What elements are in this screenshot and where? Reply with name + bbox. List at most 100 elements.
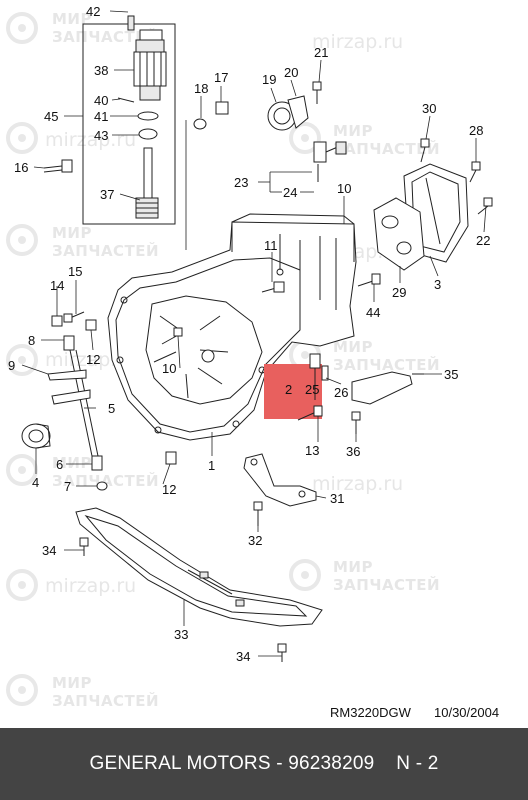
- bracket-35: [351, 371, 424, 405]
- callout-10-upper[interactable]: 10: [337, 181, 351, 196]
- callout-8[interactable]: 8: [28, 333, 35, 348]
- callout-22[interactable]: 22: [476, 233, 490, 248]
- callout-21[interactable]: 21: [314, 45, 328, 60]
- callout-20[interactable]: 20: [284, 65, 298, 80]
- callout-11[interactable]: 11: [264, 238, 278, 253]
- watermark-domain: mirzap.ru: [45, 575, 136, 597]
- watermark-line2: ЗАПЧАСТЕЙ: [333, 355, 440, 374]
- watermark-layer: МИР ЗАПЧАСТЕЙ mirzap.ru mirzap.ru МИР ЗА…: [6, 10, 440, 710]
- callout-31[interactable]: 31: [330, 491, 344, 506]
- callout-25[interactable]: 25: [305, 382, 319, 397]
- callout-10-lower[interactable]: 10: [162, 361, 176, 376]
- bolt-32: [253, 501, 263, 526]
- highlight-part-2[interactable]: [264, 364, 322, 419]
- watermark-line2: ЗАПЧАСТЕЙ: [52, 471, 159, 490]
- watermark-line1: МИР: [333, 558, 373, 576]
- callout-45[interactable]: 45: [44, 109, 58, 124]
- callout-1[interactable]: 1: [208, 458, 215, 473]
- callout-7[interactable]: 7: [64, 479, 71, 494]
- crossmember-33: [75, 507, 323, 627]
- callout-19[interactable]: 19: [262, 72, 276, 87]
- watermark-logo-icon: [289, 559, 321, 591]
- bushing-12-lower: [165, 451, 177, 465]
- watermark-line2: ЗАПЧАСТЕЙ: [333, 139, 440, 158]
- bushing-12-upper: [85, 319, 97, 331]
- watermark-line2: ЗАПЧАСТЕЙ: [52, 27, 159, 46]
- watermark-line1: МИР: [333, 122, 373, 140]
- watermark-logo-icon: [6, 12, 38, 44]
- callout-37[interactable]: 37: [100, 187, 114, 202]
- bolt-14: [51, 315, 63, 327]
- watermark-line2: ЗАПЧАСТЕЙ: [52, 241, 159, 260]
- bolt-44: [357, 273, 381, 287]
- switch-23-24: [313, 141, 347, 182]
- callout-44[interactable]: 44: [366, 305, 380, 320]
- speedometer-assembly: [117, 15, 167, 219]
- callout-34-upper[interactable]: 34: [42, 543, 56, 558]
- bolt-11: [261, 281, 285, 293]
- parts-diagram: МИР ЗАПЧАСТЕЙ mirzap.ru mirzap.ru МИР ЗА…: [6, 4, 499, 720]
- callout-4[interactable]: 4: [32, 475, 39, 490]
- callout-16[interactable]: 16: [14, 160, 28, 175]
- callout-26[interactable]: 26: [334, 385, 348, 400]
- watermark-line2: ЗАПЧАСТЕЙ: [52, 691, 159, 710]
- plug-17-18: [193, 101, 229, 130]
- callout-2[interactable]: 2: [285, 382, 292, 397]
- watermark-domain: mirzap.ru: [45, 129, 136, 151]
- callout-42[interactable]: 42: [86, 4, 100, 19]
- part-number: 96238209: [288, 753, 375, 774]
- release-bearing-4: [21, 423, 51, 449]
- callout-12-upper[interactable]: 12: [86, 352, 100, 367]
- watermark-logo-icon: [6, 122, 38, 154]
- pin-26: [321, 365, 329, 381]
- callout-28[interactable]: 28: [469, 123, 483, 138]
- bracket-31: [243, 453, 317, 507]
- callout-3[interactable]: 3: [434, 277, 441, 292]
- callout-35[interactable]: 35: [444, 367, 458, 382]
- callout-34-lower[interactable]: 34: [236, 649, 250, 664]
- watermark-line1: МИР: [52, 224, 92, 242]
- callout-24[interactable]: 24: [283, 185, 297, 200]
- watermark-logo-icon: [6, 224, 38, 256]
- bolt-36: [351, 411, 361, 434]
- bolt-15: [63, 311, 85, 323]
- callout-14[interactable]: 14: [50, 278, 64, 293]
- callout-33[interactable]: 33: [174, 627, 188, 642]
- watermark-line2: ЗАПЧАСТЕЙ: [333, 575, 440, 594]
- watermark-line1: МИР: [52, 10, 92, 28]
- callout-30[interactable]: 30: [422, 101, 436, 116]
- callout-41[interactable]: 41: [94, 109, 108, 124]
- watermark-logo-icon: [6, 569, 38, 601]
- callout-labels: 42 38 40 41 43 45 16 37 17 18 19 20 21 3…: [8, 4, 490, 664]
- watermark-logo-icon: [289, 122, 321, 154]
- drawing-code: RM3220DGW: [330, 705, 412, 720]
- watermark-domain: mirzap.ru: [312, 31, 403, 53]
- watermark-logo-icon: [6, 344, 38, 376]
- bolt-21: [312, 81, 322, 104]
- leader-lines: [21, 10, 487, 657]
- footer-gap: [374, 753, 396, 775]
- bolts-30-28-22: [420, 138, 493, 215]
- watermark-domain: mirzap.ru: [312, 473, 403, 495]
- callout-5[interactable]: 5: [108, 401, 115, 416]
- gasket-29: [373, 197, 425, 271]
- pin-25: [309, 353, 321, 400]
- callout-15[interactable]: 15: [68, 264, 82, 279]
- callout-23[interactable]: 23: [234, 175, 248, 190]
- callout-9[interactable]: 9: [8, 358, 15, 373]
- callout-29[interactable]: 29: [392, 285, 406, 300]
- callout-38[interactable]: 38: [94, 63, 108, 78]
- callout-13[interactable]: 13: [305, 443, 319, 458]
- callout-18[interactable]: 18: [194, 81, 208, 96]
- callout-12-lower[interactable]: 12: [162, 482, 176, 497]
- bolt-34-lower: [277, 643, 287, 662]
- manufacturer-name: GENERAL MOTORS: [89, 753, 271, 774]
- reference-label: N - 2: [396, 753, 439, 774]
- callout-43[interactable]: 43: [94, 128, 108, 143]
- callout-17[interactable]: 17: [214, 70, 228, 85]
- callout-6[interactable]: 6: [56, 457, 63, 472]
- callout-40[interactable]: 40: [94, 93, 108, 108]
- seal-19-20: [267, 95, 309, 131]
- callout-36[interactable]: 36: [346, 444, 360, 459]
- callout-32[interactable]: 32: [248, 533, 262, 548]
